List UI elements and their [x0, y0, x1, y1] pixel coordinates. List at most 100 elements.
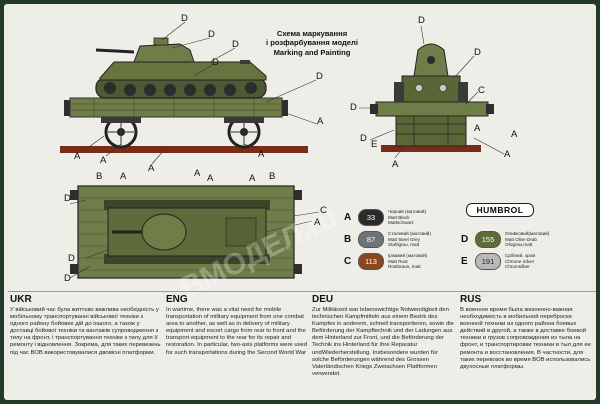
headlight-left	[415, 84, 423, 92]
humbrol-logo: HUMBROL	[466, 203, 534, 217]
turret-hatch	[153, 37, 169, 46]
callout-top-b2: B	[269, 171, 276, 182]
buffer-right	[282, 100, 288, 116]
bogie-front	[395, 115, 467, 147]
tank-hull-side	[99, 61, 267, 81]
paint-desc-line: Stahlgrau, matt	[388, 242, 420, 248]
column-body: Zur Militärzeit war lebenswichtige Notwe…	[312, 307, 454, 377]
spring-front	[101, 117, 141, 123]
callout-side-d2: D	[208, 29, 215, 40]
callout-side-a2: A	[100, 155, 107, 166]
column-body: У військовий час була життєво важлива не…	[10, 307, 161, 356]
paint-desc: Сталевий (матовий) Matt Steel Grey Stahl…	[388, 231, 431, 248]
callout-front-a3: A	[511, 129, 518, 140]
rail-side	[60, 146, 308, 153]
paint-desc-line: Olivgrau,matt	[505, 242, 533, 248]
callout-top-d1: D	[64, 193, 71, 204]
paint-chip: 33	[358, 209, 384, 226]
tank-gun	[95, 48, 135, 54]
heading-line-eng: Marking and Painting	[273, 47, 351, 57]
gun-muzzle	[427, 56, 435, 64]
callout-side-a4: A	[258, 149, 265, 160]
callout-side-a3: A	[148, 163, 155, 174]
headlight-right	[439, 84, 447, 92]
tank-track	[95, 77, 267, 99]
paint-desc-line: Chrome Silver	[505, 258, 535, 264]
callout-front-d2: D	[474, 47, 481, 58]
paint-chip: 191	[475, 253, 501, 270]
paint-desc-line: Chromsilber	[505, 264, 530, 270]
callout-top-d3: D	[64, 273, 71, 284]
paint-desc-line: Іржавий (матовий)	[388, 253, 428, 258]
front-view-drawing	[370, 43, 494, 152]
paint-desc-line: Rostbraun, matt	[388, 264, 421, 270]
paint-desc-line: Matt Olive Drab	[505, 236, 537, 242]
callout-top-b1: B	[96, 171, 103, 182]
callout-top-d2: D	[68, 253, 75, 264]
callout-side-a5: A	[317, 116, 324, 127]
turret-top	[141, 213, 187, 251]
paint-desc-line: Оливковий(матовий)	[505, 231, 550, 236]
paint-letter: D	[461, 234, 469, 245]
paint-desc: Оливковий(матовий) Matt Olive Drab Olivg…	[505, 231, 549, 248]
paint-chip: 87	[358, 231, 384, 248]
painting-drawings	[60, 21, 505, 279]
description-eng: ENG In wartime, there was a vital need f…	[166, 294, 308, 357]
column-heading: ENG	[166, 294, 188, 305]
paint-desc-line: Mattschwarz	[388, 220, 414, 226]
tank-front-hull	[401, 75, 461, 103]
tank-track-top-left	[104, 200, 270, 210]
deck-front	[375, 101, 489, 117]
flatcar-side	[69, 97, 283, 118]
callout-front-a2: A	[504, 149, 511, 160]
heading-line-ukr-2: і розфарбування моделі	[266, 38, 358, 48]
callout-side-d1: D	[181, 13, 188, 24]
rail-front	[381, 145, 481, 152]
description-rus: RUS В военное время была жизненно-важная…	[460, 294, 592, 371]
text-divider	[8, 291, 596, 292]
paint-desc: Срібний, хром Chrome Silver Chromsilber	[505, 253, 535, 270]
callout-side-a1: A	[74, 151, 81, 162]
paint-desc-line: Matt Black	[388, 214, 410, 220]
paint-desc-line: Сталевий (матовий)	[388, 231, 431, 236]
top-view-drawing	[70, 185, 302, 279]
column-heading: UKR	[10, 294, 32, 305]
callout-side-d4: D	[212, 57, 219, 68]
tank-turret-side	[133, 43, 195, 63]
column-body: В военное время была жизненно-важная нео…	[460, 307, 591, 370]
heading-line-ukr-1: Схема маркування	[276, 29, 348, 38]
paint-letter: C	[344, 256, 352, 267]
buffer-left	[64, 100, 70, 116]
column-body: In wartime, there was a vital need for m…	[166, 307, 308, 356]
paint-desc-line: Срібний, хром	[505, 253, 536, 258]
description-ukr: UKR У військовий час була життєво важлив…	[10, 294, 162, 357]
column-heading: DEU	[312, 294, 334, 305]
spring-rear	[224, 117, 264, 123]
callout-front-d4: D	[360, 133, 367, 144]
description-deu: DEU Zur Militärzeit war lebenswichtige N…	[312, 294, 456, 378]
marking-heading: Схема маркування і розфарбування моделі …	[242, 29, 382, 57]
callout-front-a4: A	[474, 123, 481, 134]
paint-letter: B	[344, 234, 352, 245]
instruction-sheet: Схема маркування і розфарбування моделі …	[4, 4, 596, 400]
callout-front-d3: D	[350, 102, 357, 113]
callout-front-a1: A	[392, 159, 399, 170]
callout-side-d3: D	[232, 39, 239, 50]
paint-desc-line: Чорний (матовий)	[388, 209, 426, 214]
paint-letter: A	[344, 212, 352, 223]
side-view-drawing	[60, 37, 308, 153]
callout-front-d1: D	[418, 15, 425, 26]
paint-chip: 155	[475, 231, 501, 248]
callout-top-a2: A	[194, 168, 201, 179]
column-heading: RUS	[460, 294, 482, 305]
paint-desc-line: Matt Steel Grey	[388, 236, 420, 242]
callout-top-a5: A	[314, 217, 321, 228]
paint-desc-line: Matt Rust	[388, 258, 408, 264]
tank-track-top-right	[104, 254, 270, 264]
engine-deck	[225, 217, 257, 247]
paint-desc: Іржавий (матовий) Matt Rust Rostbraun, m…	[388, 253, 427, 270]
callout-top-c: C	[320, 205, 327, 216]
paint-chip: 113	[358, 253, 384, 270]
paint-desc: Чорний (матовий) Matt Black Mattschwarz	[388, 209, 426, 226]
callout-side-d5: D	[316, 71, 323, 82]
